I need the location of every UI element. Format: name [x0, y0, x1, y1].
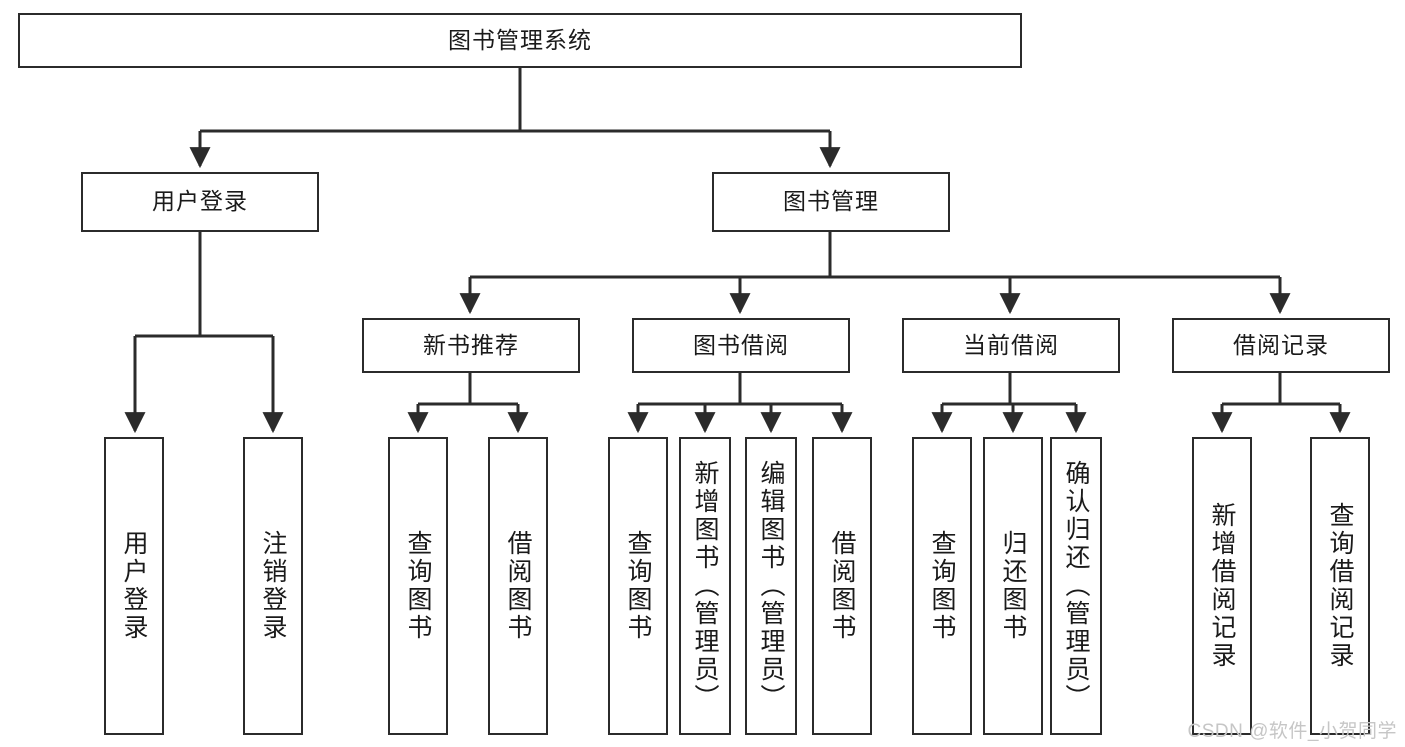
node-book-management[interactable]: 图书管理	[712, 172, 950, 232]
node-leaf-borrow-book-1[interactable]: 借阅图书	[488, 437, 548, 735]
leaf-label: 注销登录	[259, 530, 287, 642]
node-borrow-record[interactable]: 借阅记录	[1172, 318, 1390, 373]
leaf-label: 查询图书	[404, 530, 432, 642]
node-leaf-query-book-3[interactable]: 查询图书	[912, 437, 972, 735]
leaf-label: 归还图书	[999, 530, 1027, 642]
leaf-label: 确认归还（管理员）	[1062, 460, 1090, 712]
node-user-login[interactable]: 用户登录	[81, 172, 319, 232]
node-leaf-add-record[interactable]: 新增借阅记录	[1192, 437, 1252, 735]
node-book-borrow[interactable]: 图书借阅	[632, 318, 850, 373]
leaf-label: 查询图书	[928, 530, 956, 642]
leaf-label: 借阅图书	[828, 530, 856, 642]
node-root-图书管理系统[interactable]: 图书管理系统	[18, 13, 1022, 68]
node-leaf-logout[interactable]: 注销登录	[243, 437, 303, 735]
node-leaf-return-book[interactable]: 归还图书	[983, 437, 1043, 735]
leaf-label: 编辑图书（管理员）	[757, 460, 785, 712]
node-leaf-edit-book[interactable]: 编辑图书（管理员）	[745, 437, 797, 735]
node-leaf-query-record[interactable]: 查询借阅记录	[1310, 437, 1370, 735]
leaf-label: 查询图书	[624, 530, 652, 642]
node-new-book-recommend[interactable]: 新书推荐	[362, 318, 580, 373]
leaf-label: 新增图书（管理员）	[691, 460, 719, 712]
node-current-borrow[interactable]: 当前借阅	[902, 318, 1120, 373]
node-leaf-query-book-1[interactable]: 查询图书	[388, 437, 448, 735]
leaf-label: 新增借阅记录	[1208, 502, 1236, 670]
node-leaf-add-book[interactable]: 新增图书（管理员）	[679, 437, 731, 735]
leaf-label: 借阅图书	[504, 530, 532, 642]
leaf-label: 查询借阅记录	[1326, 502, 1354, 670]
node-leaf-user-login[interactable]: 用户登录	[104, 437, 164, 735]
node-leaf-confirm-return[interactable]: 确认归还（管理员）	[1050, 437, 1102, 735]
node-leaf-borrow-book-2[interactable]: 借阅图书	[812, 437, 872, 735]
watermark-text: CSDN @软件_小贺同学	[1187, 721, 1397, 742]
node-leaf-query-book-2[interactable]: 查询图书	[608, 437, 668, 735]
leaf-label: 用户登录	[120, 530, 148, 642]
